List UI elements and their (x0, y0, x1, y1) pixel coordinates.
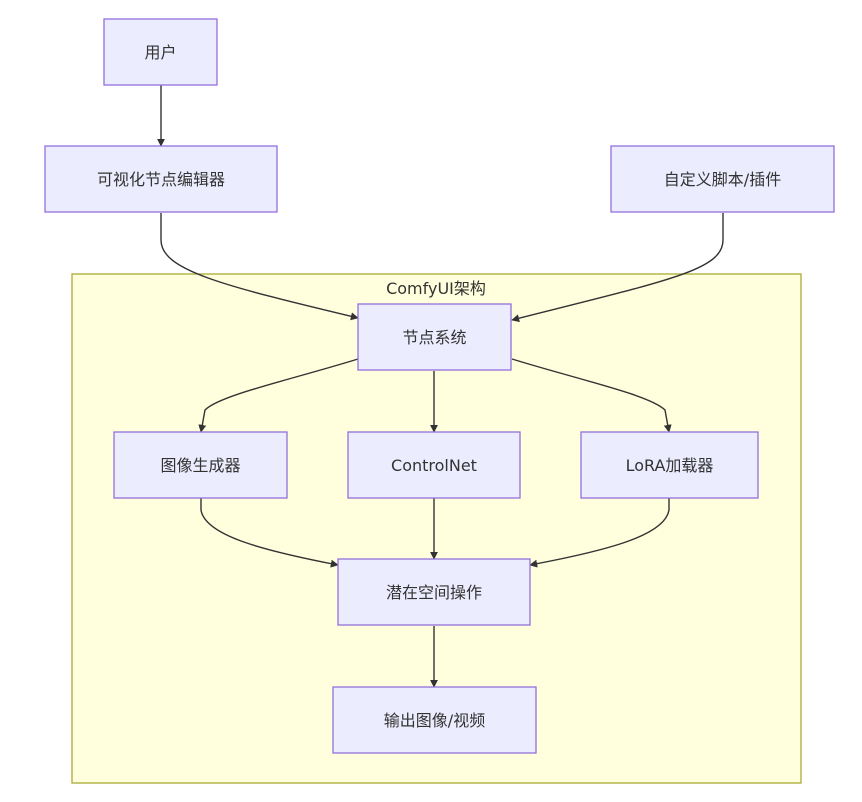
node-custom-scripts-plugins[interactable]: 自定义脚本/插件 (610, 145, 835, 213)
edge-node-system-lora (511, 358, 672, 433)
node-output-image-video[interactable]: 输出图像/视频 (332, 686, 537, 754)
node-label: LoRA加载器 (626, 456, 714, 475)
node-label: ControlNet (391, 456, 477, 475)
node-visual-node-editor[interactable]: 可视化节点编辑器 (44, 145, 278, 213)
node-label: 图像生成器 (160, 456, 240, 475)
node-lora-loader[interactable]: LoRA加载器 (580, 431, 759, 499)
node-label: 可视化节点编辑器 (97, 170, 225, 189)
node-label: 输出图像/视频 (384, 711, 485, 730)
node-user[interactable]: 用户 (103, 18, 218, 86)
edges (157, 85, 724, 688)
edge-lora-latent (529, 498, 670, 568)
edge-image-gen-latent (200, 498, 339, 568)
cluster-label: ComfyUI架构 (386, 279, 486, 298)
node-label: 潜在空间操作 (386, 583, 482, 602)
node-label: 自定义脚本/插件 (664, 170, 781, 189)
node-latent-space-ops[interactable]: 潜在空间操作 (337, 558, 531, 626)
node-label: 用户 (144, 43, 176, 62)
node-node-system[interactable]: 节点系统 (357, 303, 512, 371)
node-label: 节点系统 (402, 328, 466, 347)
edge-node-system-image-gen (198, 358, 359, 433)
node-controlnet[interactable]: ControlNet (347, 431, 521, 499)
edge-scripts-node-system (511, 213, 724, 323)
edge-editor-node-system (160, 213, 359, 321)
node-image-generator[interactable]: 图像生成器 (113, 431, 288, 499)
